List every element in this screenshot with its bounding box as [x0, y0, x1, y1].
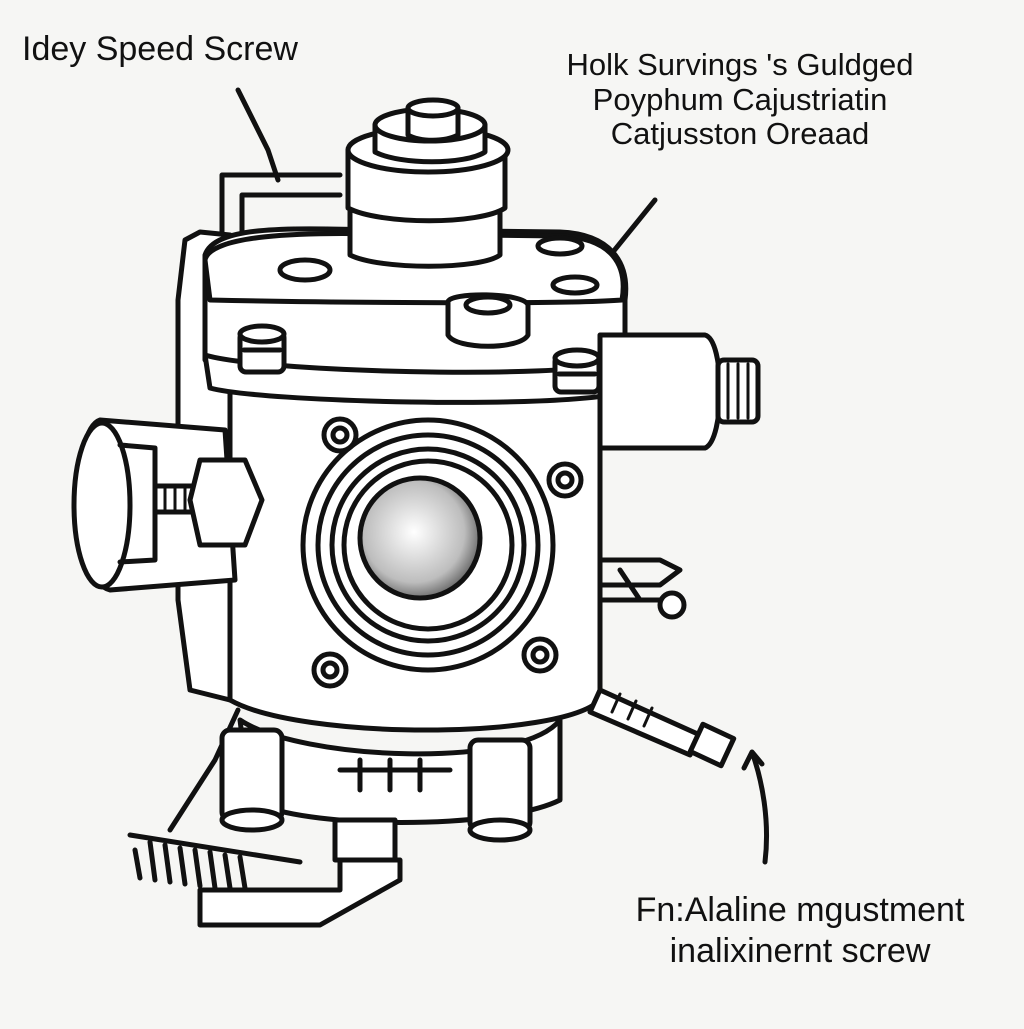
right-fitting-threads — [726, 362, 750, 420]
top-right-label-line-3: Catjusston Oreaad — [610, 116, 870, 152]
bottom-label-arrow — [741, 749, 770, 865]
top-right-label-line-2: Poyphum Cajustriatin — [592, 81, 888, 117]
throat-screws — [311, 416, 584, 689]
idle-screw-nut — [187, 457, 265, 548]
linkage-rail — [219, 172, 343, 238]
cover-boss-left — [277, 257, 333, 283]
right-block — [597, 332, 723, 451]
throat-bore — [357, 475, 483, 601]
base-bolt-row — [337, 757, 453, 793]
throat-ring-2 — [315, 432, 541, 658]
top-right-label-line-1: Holk Survings 's Guldged — [566, 47, 914, 82]
mixture-screw-threads — [610, 692, 654, 728]
idle-speed-screw-label: Idey Speed Screw — [22, 30, 298, 68]
top-stack-base — [347, 207, 503, 269]
cover-bump-hole — [463, 294, 513, 316]
throat-ring-4 — [341, 458, 515, 632]
base-foot-left — [219, 727, 285, 823]
bottom-spring — [127, 832, 303, 891]
bottom-bracket — [197, 857, 403, 928]
bottom-right-label-line-2: inalixinernt screw — [669, 932, 931, 971]
left-housing-face — [71, 420, 133, 590]
lower-left-leader — [167, 707, 241, 833]
cover-boss-far — [550, 274, 600, 296]
base-foot-right-end — [467, 817, 533, 843]
linkage-pivot — [657, 590, 687, 620]
top-right-label: Holk Survings 's Guldged Poyphum Cajustr… — [500, 47, 980, 152]
base-foot-right — [467, 737, 533, 833]
right-linkage — [597, 557, 683, 603]
bottom-tab — [332, 817, 398, 863]
mixture-screw-tip — [687, 721, 737, 769]
idle-screw-leader — [235, 87, 281, 183]
throat-ring-3 — [329, 446, 527, 644]
bottom-right-label-line-1: Fn:Alaline mgustment — [635, 891, 965, 929]
top-nipple-top — [405, 97, 461, 119]
base-foot-left-end — [219, 807, 285, 833]
bottom-right-label: Fn:Alaline mgustment inalixinernt screw — [560, 890, 1024, 973]
flange-bolts — [237, 323, 602, 395]
cover-boss-right — [535, 235, 585, 257]
